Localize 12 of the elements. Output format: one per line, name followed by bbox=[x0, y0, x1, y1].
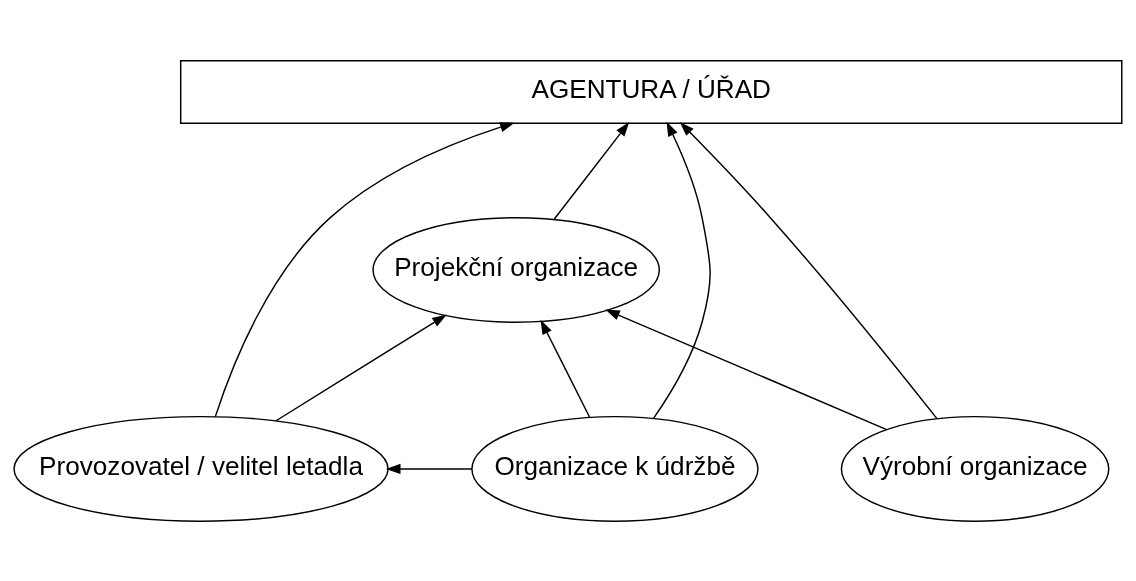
arrow bbox=[652, 121, 711, 419]
arrow bbox=[386, 463, 473, 474]
node-ellipse: Provozovatel / velitel letadla bbox=[13, 415, 389, 522]
arrow bbox=[553, 121, 630, 220]
node-ellipse: Výrobní organizace bbox=[840, 415, 1110, 522]
arrow bbox=[214, 121, 515, 417]
node-box: AGENTURA / ÚŘAD bbox=[179, 59, 1123, 124]
arrow bbox=[540, 319, 591, 418]
arrow bbox=[275, 314, 447, 421]
node-ellipse: Organizace k údržbě bbox=[471, 415, 759, 522]
arrow bbox=[605, 308, 887, 430]
arrow bbox=[679, 121, 938, 419]
